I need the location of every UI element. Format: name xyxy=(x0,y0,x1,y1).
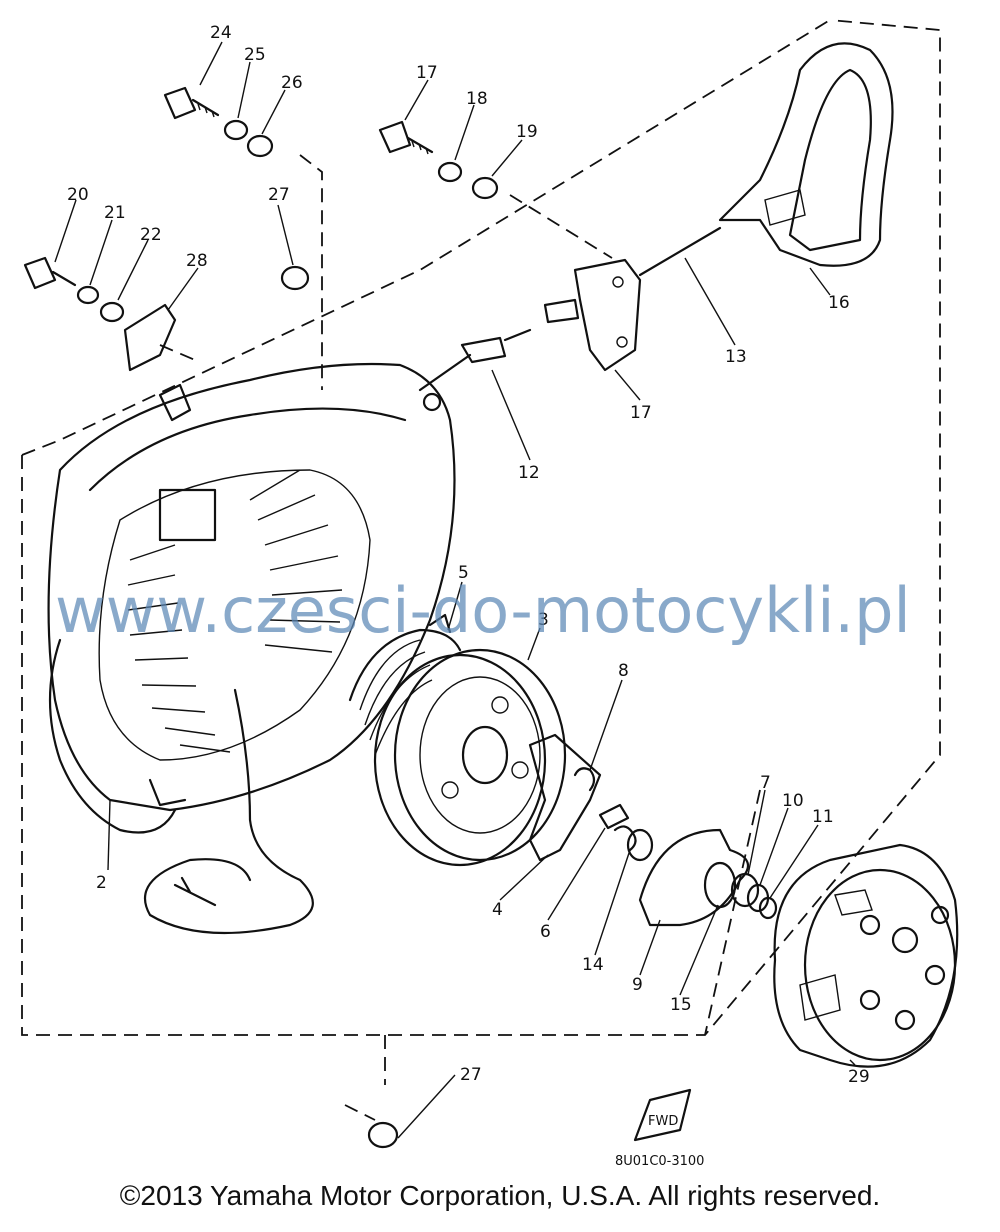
spring-5 xyxy=(348,613,462,756)
washer-23 xyxy=(99,301,125,323)
assembly-outline xyxy=(21,19,941,1121)
label-6: 6 xyxy=(540,922,551,942)
label-24: 24 xyxy=(210,23,232,43)
nut-27-lower xyxy=(367,1121,399,1149)
starter-housing xyxy=(47,362,456,834)
label-18: 17 xyxy=(416,63,438,83)
label-10: 10 xyxy=(782,791,804,811)
label-20: 19 xyxy=(516,122,538,142)
label-8: 8 xyxy=(618,661,629,681)
label-27-upper: 27 xyxy=(268,185,290,205)
label-7: 7 xyxy=(760,773,771,793)
plate-28 xyxy=(123,303,177,372)
bolt-24 xyxy=(163,86,220,120)
label-27-lower: 27 xyxy=(460,1065,482,1085)
starter-handle-16 xyxy=(718,42,894,267)
drive-pulley-29 xyxy=(773,843,959,1068)
label-19: 18 xyxy=(466,89,488,109)
label-22: 21 xyxy=(104,203,126,223)
watermark: www.czesci-do-motocykli.pl xyxy=(55,574,911,647)
cable-sleeve-12 xyxy=(418,328,532,392)
bolt-21 xyxy=(23,256,77,290)
callout-leaders xyxy=(54,41,856,1139)
label-9: 9 xyxy=(632,975,643,995)
label-16: 16 xyxy=(828,293,850,313)
stop-switch-wire xyxy=(144,688,314,935)
pawl-4 xyxy=(528,733,602,862)
washer-19 xyxy=(437,161,463,183)
label-28: 28 xyxy=(186,251,208,271)
label-11: 11 xyxy=(812,807,834,827)
label-13: 13 xyxy=(725,347,747,367)
nut-27-upper xyxy=(280,265,310,291)
fwd-label: FWD xyxy=(648,1114,678,1129)
bolt-11 xyxy=(758,896,778,920)
label-12: 12 xyxy=(518,463,540,483)
spring-6 xyxy=(598,803,630,830)
part-7 xyxy=(730,872,760,908)
label-23: 22 xyxy=(140,225,162,245)
label-29: 29 xyxy=(848,1067,870,1087)
spring-14 xyxy=(613,825,654,862)
copyright-notice: ©2013 Yamaha Motor Corporation, U.S.A. A… xyxy=(119,1180,881,1211)
washer-22 xyxy=(76,285,100,305)
label-25: 25 xyxy=(244,45,266,65)
label-15: 15 xyxy=(670,995,692,1015)
label-4: 4 xyxy=(492,900,503,920)
diagram-code: 8U01C0-3100 xyxy=(615,1154,704,1169)
friction-plate-9 xyxy=(638,828,750,927)
housing-fins xyxy=(127,469,343,753)
label-17: 17 xyxy=(630,403,652,423)
bolt-18 xyxy=(378,120,434,155)
label-2: 2 xyxy=(96,873,107,893)
washer-25 xyxy=(223,119,249,141)
washer-26 xyxy=(246,134,274,158)
spring-15 xyxy=(703,861,737,909)
bracket-17 xyxy=(573,258,642,372)
washer-20 xyxy=(471,176,499,200)
fwd-arrow-icon: FWD xyxy=(633,1088,692,1142)
starter-cable-13 xyxy=(638,226,722,277)
label-14: 14 xyxy=(582,955,604,975)
label-26: 26 xyxy=(281,73,303,93)
spring-8 xyxy=(573,767,596,792)
reel-3 xyxy=(373,648,567,867)
label-3: 3 xyxy=(538,610,549,630)
label-21: 20 xyxy=(67,185,89,205)
label-5: 5 xyxy=(458,563,469,583)
callout-labels: 24 25 26 27 17 18 19 20 21 22 28 13 16 1… xyxy=(67,23,870,1087)
